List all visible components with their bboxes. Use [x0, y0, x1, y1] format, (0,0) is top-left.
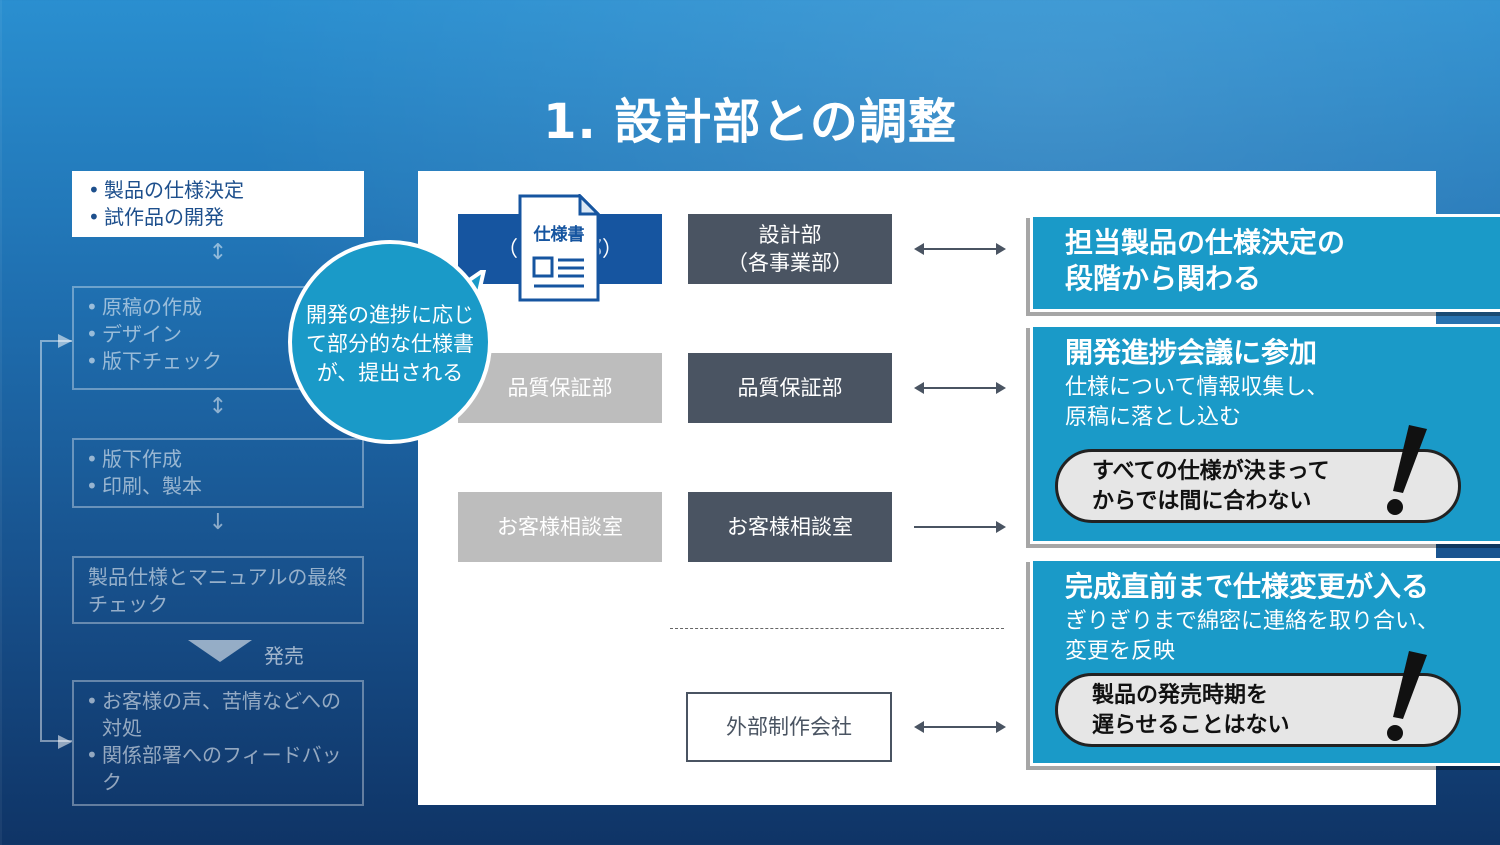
flow-step-spec: 製品の仕様決定 試作品の開発: [72, 171, 364, 237]
flow-step-feedback: お客様の声、苦情などへの対処 関係部署へのフィードバック: [72, 680, 364, 806]
card-spec-stage: 担当製品の仕様決定の 段階から関わる: [1030, 214, 1500, 312]
release-triangle-icon: [188, 640, 252, 662]
exclamation-icon: [1387, 651, 1427, 741]
flow-item: 印刷、製本: [86, 473, 350, 500]
flow-item: 版下作成: [86, 446, 350, 473]
progress-balloon: 開発の進捗に応じて部分的な仕様書が、提出される: [288, 240, 492, 444]
loop-arrow-icon: [58, 735, 72, 749]
feedback-loop-line: [40, 340, 72, 742]
flow-item: 関係部署へのフィードバック: [86, 742, 350, 796]
dept-outside-company: 外部制作会社: [686, 692, 892, 762]
release-label: 発売: [264, 644, 304, 668]
bidirectional-arrow-icon: [914, 243, 1006, 255]
flow-item: デザイン: [86, 321, 350, 348]
flow-step-print: 版下作成 印刷、製本: [72, 438, 364, 508]
document-icon-label: 仕様書: [533, 225, 585, 245]
dashed-divider: [670, 628, 1004, 629]
dept-quality-left: 品質保証部: [458, 353, 662, 423]
dept-design: 設計部 （各事業部）: [688, 214, 892, 284]
dept-customer-left: お客様相談室: [458, 492, 662, 562]
flow-step-manuscript: 原稿の作成 デザイン 版下チェック: [72, 286, 364, 390]
card-progress-meeting: 開発進捗会議に参加 仕様について情報収集し、 原稿に落とし込む すべての仕様が決…: [1030, 324, 1500, 544]
exclamation-icon: [1387, 425, 1427, 515]
slide-title: 1. 設計部との調整: [543, 94, 957, 150]
dept-customer: お客様相談室: [688, 492, 892, 562]
document-icon: [518, 194, 600, 302]
flow-item: 原稿の作成: [86, 294, 350, 321]
bidirectional-arrow-icon: [914, 382, 1006, 394]
flow-item: 製品仕様とマニュアルの最終チェック: [88, 565, 348, 616]
card-spec-changes: 完成直前まで仕様変更が入る ぎりぎりまで綿密に連絡を取り合い、 変更を反映 製品…: [1030, 558, 1500, 766]
updown-arrow-icon: ↕: [208, 240, 228, 265]
loop-arrow-icon: [58, 334, 72, 348]
flow-item: 試作品の開発: [88, 204, 348, 231]
flow-item: お客様の声、苦情などへの対処: [86, 688, 350, 742]
bidirectional-arrow-icon: [914, 721, 1006, 733]
down-arrow-icon: ↓: [208, 510, 228, 535]
dept-quality: 品質保証部: [688, 353, 892, 423]
flow-step-final-check: 製品仕様とマニュアルの最終チェック: [72, 556, 364, 624]
flow-item: 版下チェック: [86, 348, 350, 375]
right-arrow-icon: [914, 521, 1006, 533]
updown-arrow-icon: ↕: [208, 394, 228, 419]
flow-item: 製品の仕様決定: [88, 177, 348, 204]
